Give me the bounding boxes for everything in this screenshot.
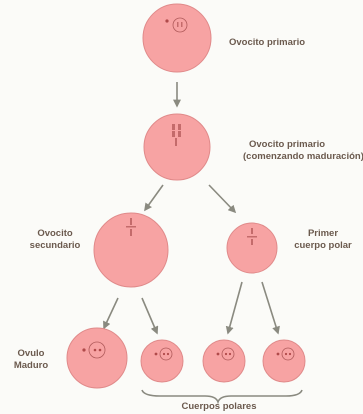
arrow-3-polar-1 [141, 297, 159, 335]
label-line-1: Ovulo [17, 348, 45, 359]
cell-ovulo-maduro [66, 327, 128, 389]
arrow-2-right [208, 184, 237, 214]
label-line-1: Ovocito primario [249, 139, 326, 150]
arrow-3-ovulo [103, 297, 119, 330]
cell-ovocito-primario [142, 3, 212, 73]
label-line-1: Ovocito [37, 228, 73, 239]
cell-ovocito-primario-maduracion [143, 113, 211, 181]
label-line-2: secundario [29, 239, 81, 251]
label-line-2: Maduro [13, 359, 49, 371]
label-cuerpos-polares: Cuerpos polares [181, 401, 257, 412]
label-ovulo-maduro: Ovulo Maduro [6, 348, 56, 372]
label-line-1: Primer [307, 228, 339, 239]
label-ovocito-primario: Ovocito primario [229, 37, 306, 48]
cell-polar-body-3 [262, 339, 306, 383]
label-line-2: (comenzando maduración) [243, 150, 363, 162]
arrow-3-polar-2 [225, 281, 243, 335]
label-line-2: cuerpo polar [294, 239, 352, 251]
cell-polar-body-2 [202, 339, 246, 383]
arrow-3-polar-3 [261, 281, 280, 335]
cell-polar-body-1 [140, 339, 184, 383]
label-primer-cuerpo-polar: Primer cuerpo polar [286, 228, 360, 252]
cell-primer-cuerpo-polar [226, 222, 278, 274]
label-ovocito-secundario: Ovocito secundario [20, 228, 90, 252]
arrow-2-left [144, 184, 164, 212]
polar-bodies-bracket [141, 389, 303, 405]
label-ovocito-primario-maduracion: Ovocito primario (comenzando maduración) [243, 139, 363, 163]
cell-ovocito-secundario [93, 212, 169, 288]
